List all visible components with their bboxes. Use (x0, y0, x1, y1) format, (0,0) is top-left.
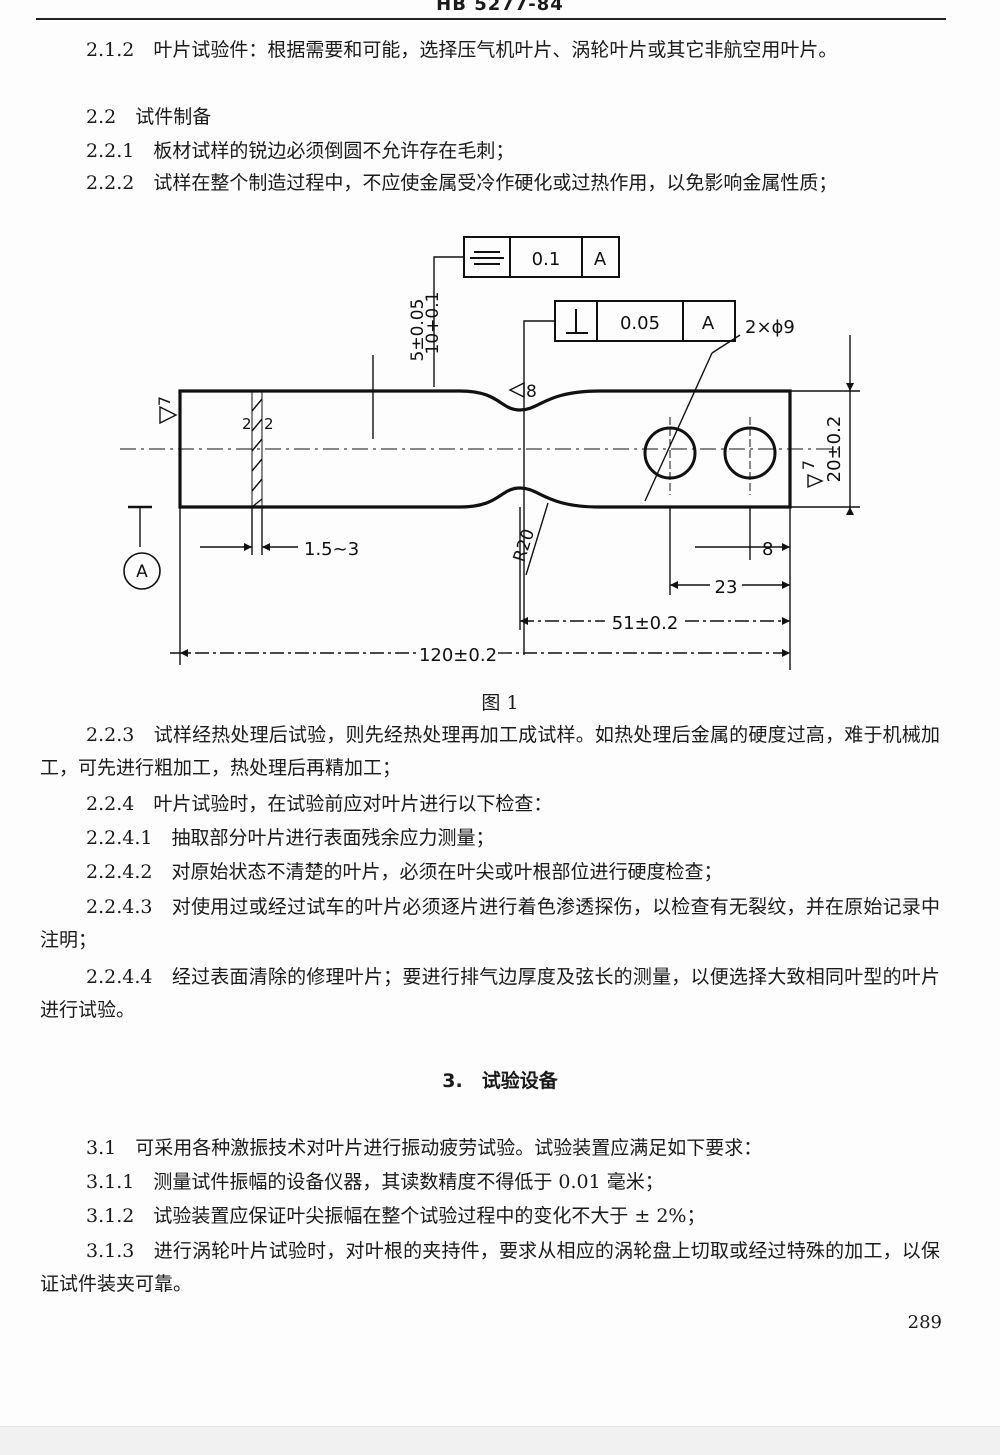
dim-120-label: 120±0.2 (419, 645, 497, 666)
paragraph-2-2-3: 2.2.3 试样经热处理后试验，则先经热处理再加工成试样。如热处理后金属的硬度过… (40, 724, 940, 779)
roughness-8-label: 8 (526, 382, 537, 402)
paragraph-2-2-4-2: 2.2.4.2 对原始状态不清楚的叶片，必须在叶尖或叶根部位进行硬度检查； (86, 861, 723, 883)
paragraph-3-1-2: 3.1.2 试验装置应保证叶尖振幅在整个试验过程中的变化不大于 ± 2%； (86, 1205, 706, 1227)
page-number: 289 (907, 1312, 942, 1333)
dim-1-5-3-label: 1.5~3 (304, 539, 359, 560)
heading-2-2: 2.2 试件制备 (86, 106, 212, 128)
holes-label: 2×ϕ9 (745, 317, 795, 338)
roughness-left-label: 7 (155, 396, 174, 406)
paragraph-2-2-4-4: 2.2.4.4 经过表面清除的修理叶片；要进行排气边厚度及弦长的测量，以便选择大… (40, 966, 940, 1021)
symmetry-datum: A (594, 249, 607, 270)
paragraph-2-2-4: 2.2.4 叶片试验时，在试验前应对叶片进行以下检查： (86, 793, 553, 815)
paragraph-3-1-1: 3.1.1 测量试件振幅的设备仪器，其读数精度不得低于 0.01 毫米； (86, 1171, 664, 1193)
standard-number: HB 5277-84 (436, 0, 564, 15)
dim-5-label: 5±0.05 (408, 299, 428, 362)
symmetry-value: 0.1 (532, 249, 561, 270)
datum-circle (123, 552, 161, 590)
paragraph-2-2-2: 2.2.2 试样在整个制造过程中，不应使金属受冷作硬化或过热作用，以免影响金属性… (86, 172, 838, 194)
dim-8-label: 8 (762, 539, 773, 560)
paragraph-2-2-1: 2.2.1 板材试样的锐边必须倒圆不允许存在毛刺； (86, 140, 515, 162)
dim-51-label: 51±0.2 (612, 613, 679, 634)
dim-20-label: 20±0.2 (824, 416, 845, 483)
dim-2-label-right: 2 (264, 415, 274, 433)
dim-23-label: 23 (715, 577, 738, 598)
paragraph-3-1-3: 3.1.3 进行涡轮叶片试验时，对叶根的夹持件，要求从相应的涡轮盘上切取或经过特… (40, 1240, 940, 1295)
header-rule (36, 18, 946, 20)
dim-2-label-left: 2 (242, 415, 252, 433)
figure-caption: 图 1 (481, 692, 519, 714)
radius-label: R20 (510, 527, 539, 565)
viewer-bottom-band (0, 1426, 1000, 1455)
specimen-drawing: 0.1 A 0.05 A 2×ϕ9 5±0.05 10+0.1 8 7 7 20… (120, 236, 860, 670)
section-3-title: 3. 试验设备 (442, 1070, 558, 1092)
datum-label: A (136, 562, 148, 582)
paragraph-2-1-2: 2.1.2 叶片试验件：根据需要和可能，选择压气机叶片、涡轮叶片或其它非航空用叶… (86, 39, 838, 61)
roughness-right-label: 7 (799, 460, 818, 470)
paragraph-2-2-4-1: 2.2.4.1 抽取部分叶片进行表面残余应力测量； (86, 827, 495, 849)
perpendicularity-value: 0.05 (620, 313, 660, 334)
dim-10-label: 10+0.1 (423, 292, 443, 355)
paragraph-2-2-4-3: 2.2.4.3 对使用过或经过试车的叶片必须逐片进行着色渗透探伤，以检查有无裂纹… (40, 896, 940, 951)
paragraph-3-1: 3.1 可采用各种激振技术对叶片进行振动疲劳试验。试验装置应满足如下要求： (86, 1137, 763, 1159)
perpendicularity-datum: A (702, 313, 715, 334)
